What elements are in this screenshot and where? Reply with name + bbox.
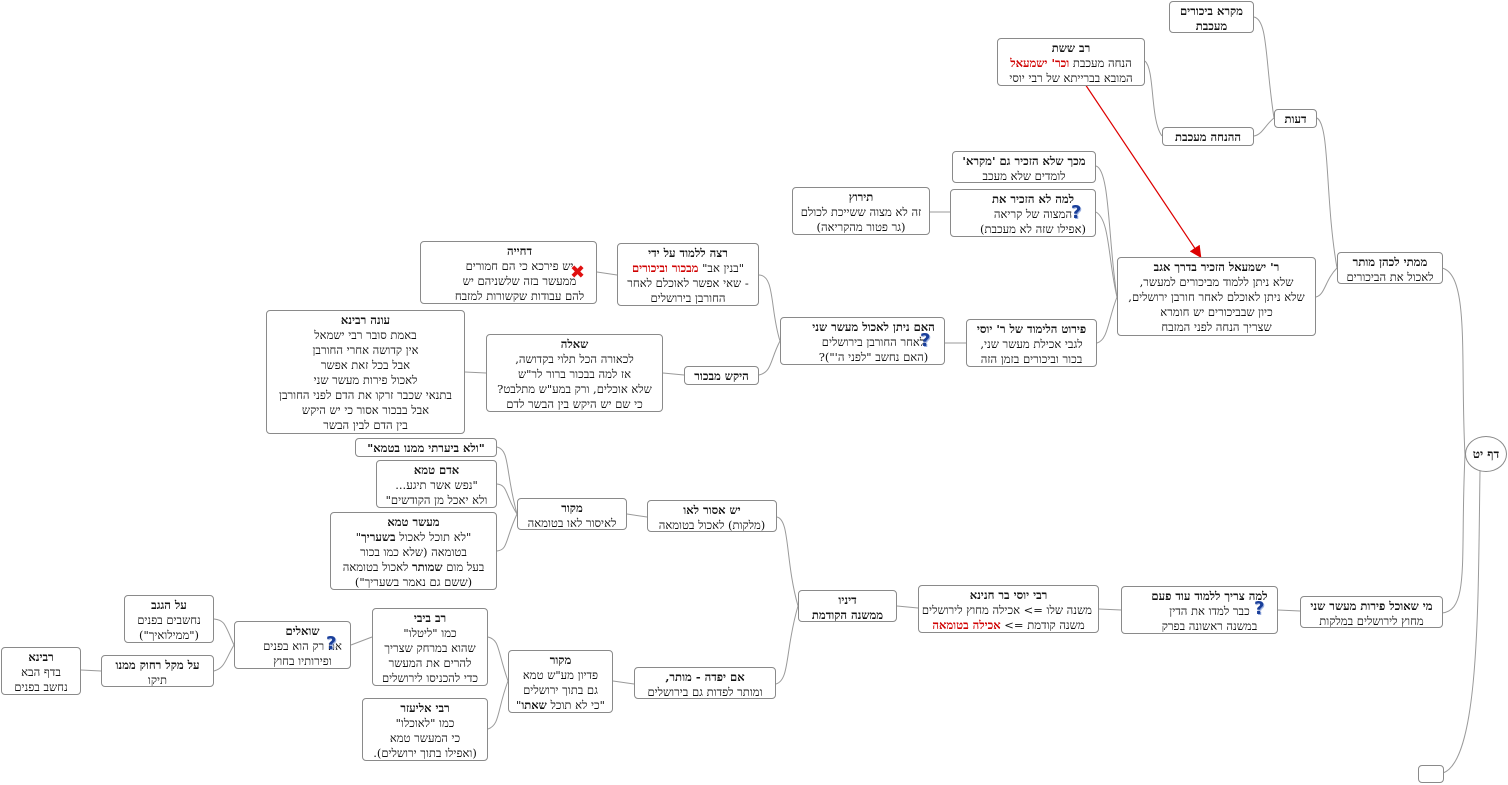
topic-eating-outside-jerusalem[interactable]: מי שאוכל פירות מעשר שני מחוץ לירושלים במ… (1300, 596, 1443, 628)
node-peirush-rabbi-yossi[interactable]: פירוט הלימוד של ר' יוסי לגבי אכילת מעשר … (966, 319, 1097, 367)
node-al-mekal[interactable]: על מקל רחוק ממנו תיקו (101, 655, 214, 687)
node-maaser-tame[interactable]: מעשר טמא "לא תוכל לאכול בשעריך" בטומאה (… (330, 512, 497, 590)
empty-node[interactable] (1418, 765, 1444, 783)
node-lama-lo-hizkir[interactable]: למה לא הזכיר את המצוה של קריאה (אפילו שז… (950, 189, 1096, 237)
node-adam-tame[interactable]: אדם טמא "נפש אשר תיגע... ולא יאכל מן הקו… (376, 460, 497, 508)
node-dachiya[interactable]: דחייה יש פירכא כי הם חמורים ממעשר בזה של… (420, 241, 597, 304)
node-rabbi-eliezer[interactable]: רבי אליעזר כמו "לאוכלו" כי המעשר טמא (וא… (362, 698, 488, 761)
root-label: דף יט (1472, 446, 1500, 461)
node-rabbi-yossi-bar-chanina[interactable]: רבי יוסי בר חנינא משנה שלו => אכילה מחוץ… (918, 585, 1099, 633)
node-velo-biarti[interactable]: "ולא ביערתי ממנו בטמא" (355, 438, 497, 457)
node-yesh-issur-lav[interactable]: יש אסור לאו (מלקות) לאכול בטומאה (647, 500, 777, 532)
node-opinions[interactable]: דעות (1274, 109, 1317, 128)
question-icon: ? (326, 633, 337, 654)
node-im-yafda[interactable]: אם יפדה - מותר, ומותר לפדות גם בירושלים (634, 667, 776, 699)
question-icon: ? (920, 330, 931, 351)
node-dinav[interactable]: דיניו ממשנה הקודמת (798, 590, 897, 622)
node-oneh-ravina[interactable]: עונה רבינא באמת סובר רבי ישמאל אין קדושה… (266, 310, 465, 434)
topic-when-priest-may-eat[interactable]: ממתי לכהן מותר לאכול את הביכורים (1337, 252, 1443, 284)
node-al-hagag[interactable]: על הגגב נחשבים בפנים ("ממילואיך") (124, 595, 214, 643)
node-makor-issur[interactable]: מקור לאיסור לאו בטומאה (517, 498, 627, 530)
node-rav-bibi[interactable]: רב ביבי כמו "ליטלו" שהוא במרחק שצריך להר… (372, 608, 488, 686)
node-mikach[interactable]: מכך שלא הזכיר גם 'מקרא' לומדים שלא מעכב (952, 151, 1096, 183)
node-sheela[interactable]: שאלה לכאורה הכל תלוי בקדושה, אז למה בבכו… (486, 334, 663, 412)
node-ravina[interactable]: רבינא בדף הבא נחשב בפנים (1, 647, 81, 695)
node-shoalim[interactable]: שואלים אם רק הוא בפנים ופירותיו בחוץ (234, 621, 351, 669)
node-mikra-bikurim[interactable]: מקרא ביכורים מעכבת (1169, 1, 1254, 33)
node-raza-lilmod[interactable]: רצה ללמוד על ידי "בנין אב" מבכור וביכורי… (617, 243, 759, 306)
node-rav-sheshet[interactable]: רב ששת הנחה מעכבת וכר' ישמעאל המובא בברי… (997, 38, 1145, 86)
node-haim-nitan[interactable]: האם ניתן לאכול מעשר שני לאחר החורבן בירו… (780, 317, 945, 365)
red-x-icon: ✖ (570, 262, 586, 283)
node-makor-pidyon[interactable]: מקור פדיון מע"ש טמא גם בתוך ירושלים "כי … (508, 650, 613, 713)
root-node[interactable]: דף יט (1465, 436, 1507, 472)
question-icon: ? (1254, 598, 1265, 619)
node-hekesh-bechor[interactable]: היקש מבכור (684, 366, 759, 385)
node-teirutz[interactable]: תירוץ זה לא מצוה ששייכת לכולם (גר פטור מ… (792, 187, 930, 235)
node-lama-tzarich[interactable]: למה צריך ללמוד עוד פעם כבר למדו את הדין … (1121, 586, 1278, 634)
question-icon: ? (1071, 202, 1082, 223)
node-rabbi-yishmael[interactable]: ר' ישמעאל הזכיר בדרך אגב שלא ניתן ללמוד … (1117, 257, 1316, 336)
node-hanacha-meakevet[interactable]: ההנחה מעכבת (1162, 127, 1254, 146)
